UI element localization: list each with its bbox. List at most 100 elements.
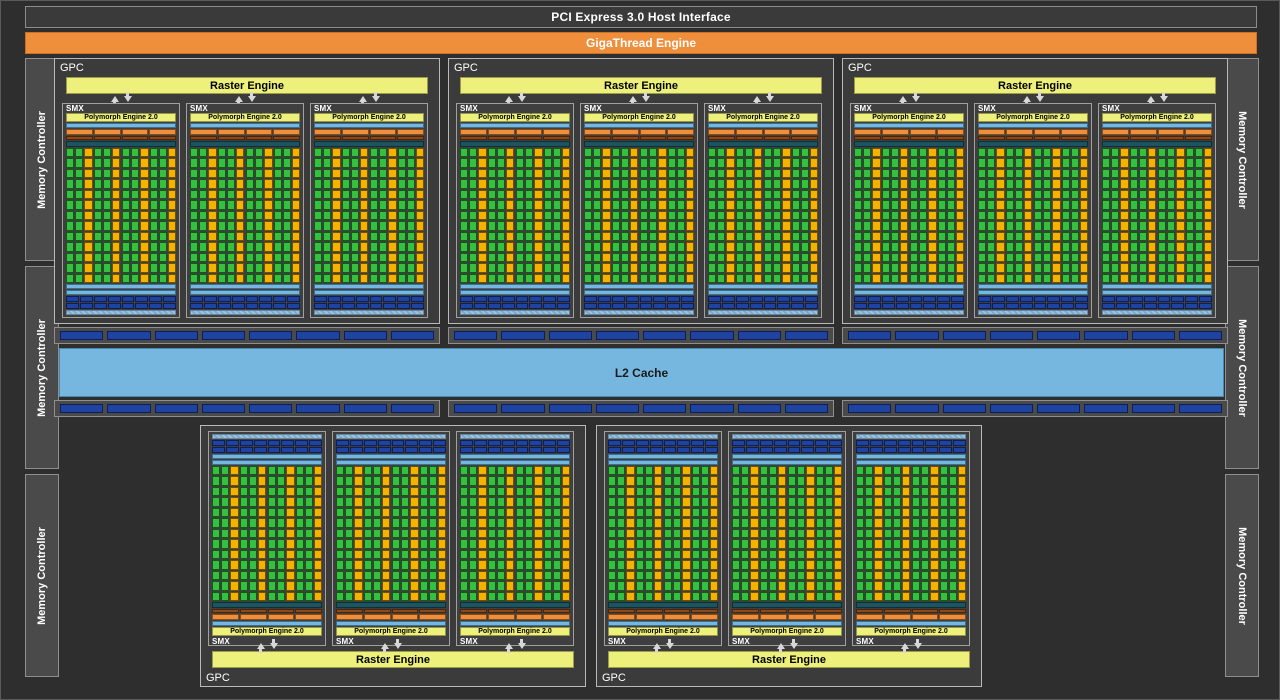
core-grid bbox=[190, 148, 300, 283]
core-ldst-unit bbox=[382, 560, 390, 569]
core-ldst-unit bbox=[438, 529, 446, 538]
core-cuda-core bbox=[949, 476, 957, 485]
core-ldst-unit bbox=[1080, 253, 1088, 262]
memory-controller-label: Memory Controller bbox=[36, 527, 48, 625]
core-grid bbox=[66, 148, 176, 283]
dispatch-unit bbox=[608, 609, 635, 613]
texture-unit bbox=[626, 303, 639, 309]
core-ldst-unit bbox=[506, 200, 514, 209]
core-cuda-core bbox=[240, 487, 248, 496]
core-cuda-core bbox=[131, 179, 139, 188]
core-cuda-core bbox=[460, 158, 468, 167]
dispatch-unit bbox=[856, 609, 883, 613]
core-cuda-core bbox=[617, 497, 625, 506]
core-ldst-unit bbox=[140, 200, 148, 209]
core-cuda-core bbox=[401, 476, 409, 485]
core-cuda-core bbox=[949, 529, 957, 538]
core-cuda-core bbox=[525, 190, 533, 199]
core-cuda-core bbox=[221, 539, 229, 548]
core-cuda-core bbox=[1015, 169, 1023, 178]
core-cuda-core bbox=[708, 169, 716, 178]
l2-cache: L2 Cache bbox=[59, 348, 1224, 397]
core-cuda-core bbox=[345, 497, 353, 506]
core-cuda-core bbox=[199, 179, 207, 188]
core-ldst-unit bbox=[956, 169, 964, 178]
rop-unit bbox=[501, 404, 544, 413]
rop-group-top-3 bbox=[842, 327, 1228, 344]
core-cuda-core bbox=[1034, 263, 1042, 272]
core-cuda-core bbox=[1071, 190, 1079, 199]
dispatch-unit bbox=[488, 609, 515, 613]
core-cuda-core bbox=[764, 274, 772, 283]
core-cuda-core bbox=[1043, 211, 1051, 220]
core-cuda-core bbox=[516, 560, 524, 569]
smx-raster-arrows-1-1 bbox=[580, 94, 698, 103]
texture-unit bbox=[951, 296, 964, 302]
core-cuda-core bbox=[760, 476, 768, 485]
core-ldst-unit bbox=[292, 158, 300, 167]
core-ldst-unit bbox=[710, 508, 718, 517]
core-cuda-core bbox=[584, 158, 592, 167]
core-ldst-unit bbox=[478, 263, 486, 272]
core-ldst-unit bbox=[84, 253, 92, 262]
core-cuda-core bbox=[277, 487, 285, 496]
core-cuda-core bbox=[788, 581, 796, 590]
register-file-bar bbox=[460, 141, 570, 147]
core-cuda-core bbox=[221, 466, 229, 475]
core-cuda-core bbox=[893, 560, 901, 569]
smx-top-2-2: SMXPolymorph Engine 2.0 bbox=[580, 103, 698, 318]
texture-unit bbox=[474, 296, 487, 302]
core-ldst-unit bbox=[956, 274, 964, 283]
core-cuda-core bbox=[677, 190, 685, 199]
smx-raster-arrows-0-1 bbox=[186, 94, 304, 103]
core-cuda-core bbox=[305, 539, 313, 548]
core-cuda-core bbox=[910, 158, 918, 167]
texture-unit bbox=[636, 447, 649, 453]
core-cuda-core bbox=[636, 550, 644, 559]
dispatch-unit bbox=[66, 136, 93, 140]
core-ldst-unit bbox=[754, 263, 762, 272]
core-cuda-core bbox=[938, 263, 946, 272]
core-cuda-core bbox=[617, 550, 625, 559]
core-cuda-core bbox=[919, 158, 927, 167]
core-ldst-unit bbox=[112, 179, 120, 188]
core-ldst-unit bbox=[506, 508, 514, 517]
core-ldst-unit bbox=[416, 221, 424, 230]
core-ldst-unit bbox=[416, 211, 424, 220]
instruction-cache-bar bbox=[212, 621, 322, 626]
core-cuda-core bbox=[246, 221, 254, 230]
warp-scheduler bbox=[910, 129, 937, 135]
core-cuda-core bbox=[497, 529, 505, 538]
dispatch-unit bbox=[760, 609, 787, 613]
warp-scheduler-row bbox=[584, 129, 694, 135]
core-cuda-core bbox=[544, 158, 552, 167]
core-cuda-core bbox=[516, 148, 524, 157]
core-grid-half bbox=[910, 148, 964, 283]
core-ldst-unit bbox=[806, 571, 814, 580]
rop-unit bbox=[1132, 331, 1175, 340]
warp-scheduler bbox=[856, 614, 883, 620]
core-cuda-core bbox=[277, 581, 285, 590]
core-cuda-core bbox=[401, 487, 409, 496]
core-ldst-unit bbox=[956, 200, 964, 209]
core-cuda-core bbox=[351, 221, 359, 230]
core-ldst-unit bbox=[562, 274, 570, 283]
core-cuda-core bbox=[1006, 158, 1014, 167]
core-ldst-unit bbox=[658, 179, 666, 188]
shared-memory-bar bbox=[856, 454, 966, 459]
core-cuda-core bbox=[342, 200, 350, 209]
core-cuda-core bbox=[75, 232, 83, 241]
core-cuda-core bbox=[497, 200, 505, 209]
shared-memory-bar bbox=[1102, 290, 1212, 295]
texture-cache-bar bbox=[978, 310, 1088, 315]
core-ldst-unit bbox=[1148, 232, 1156, 241]
core-cuda-core bbox=[122, 263, 130, 272]
core-cuda-core bbox=[218, 190, 226, 199]
core-cuda-core bbox=[199, 221, 207, 230]
core-cuda-core bbox=[910, 221, 918, 230]
core-cuda-core bbox=[1043, 190, 1051, 199]
core-cuda-core bbox=[398, 242, 406, 251]
texture-unit bbox=[204, 303, 217, 309]
core-cuda-core bbox=[919, 263, 927, 272]
core-cuda-core bbox=[1139, 148, 1147, 157]
